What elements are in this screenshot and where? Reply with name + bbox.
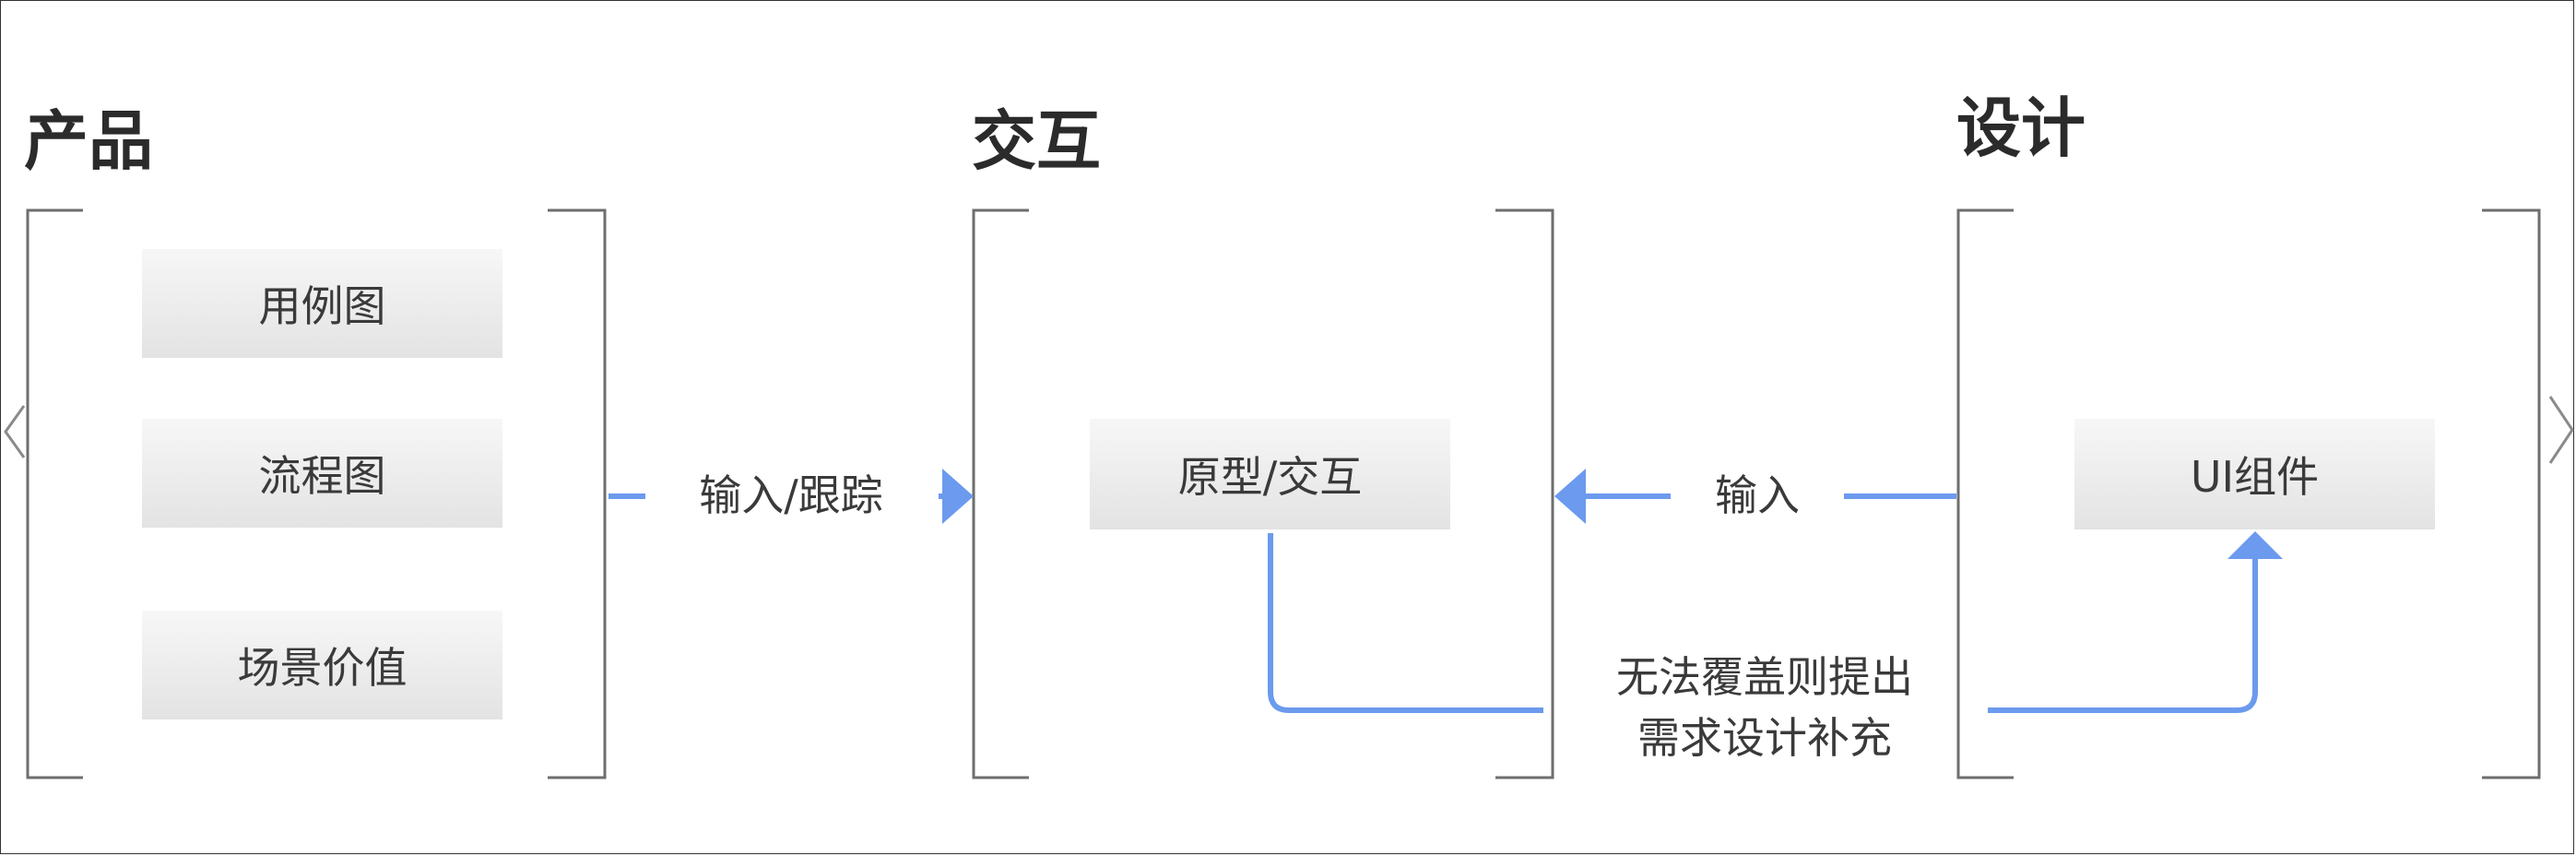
section-title-interaction: 交互 — [972, 103, 1101, 179]
chevron-left-icon — [4, 405, 26, 458]
chevron-right-icon — [2548, 396, 2574, 464]
arrow-design-to-interaction-head — [1554, 469, 1586, 524]
item-flow-chart: 流程图 — [142, 419, 502, 528]
design-bracket-right — [2482, 208, 2541, 779]
product-bracket-right — [548, 208, 607, 779]
product-bracket-left — [26, 208, 83, 779]
fallback-path-left — [1268, 533, 1543, 713]
item-prototype-interaction: 原型/交互 — [1090, 419, 1450, 529]
arrow-product-to-interaction-head — [942, 469, 974, 524]
section-title-product: 产品 — [24, 103, 153, 179]
interaction-bracket-left — [972, 208, 1029, 779]
label-fallback-line1: 无法覆盖则提出 — [1616, 652, 1913, 702]
item-scenario-value: 场景价值 — [142, 611, 502, 719]
interaction-bracket-right — [1495, 208, 1554, 779]
section-title-design: 设计 — [1956, 90, 2086, 166]
label-input-tracking: 输入/跟踪 — [699, 470, 883, 520]
item-use-case-diagram: 用例图 — [142, 249, 502, 358]
label-input: 输入 — [1715, 470, 1800, 520]
fallback-arrow-head — [2227, 531, 2283, 559]
label-fallback-line2: 需求设计补充 — [1637, 713, 1892, 763]
item-ui-components: UI组件 — [2074, 419, 2435, 529]
design-bracket-left — [1956, 208, 2014, 779]
fallback-path-right — [1988, 555, 2258, 713]
